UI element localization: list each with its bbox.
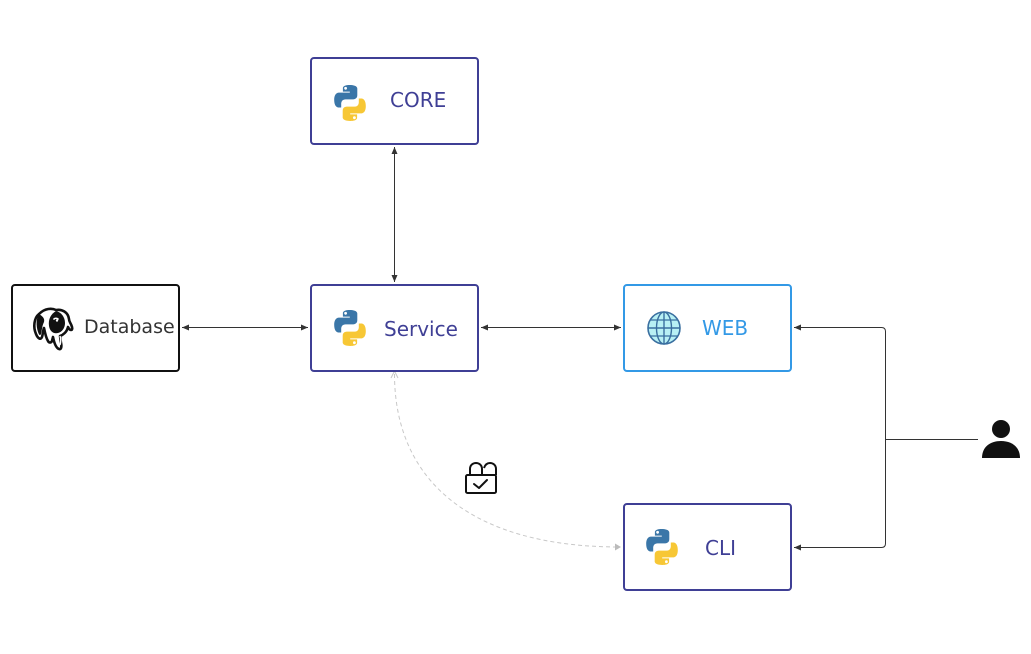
service-label: Service xyxy=(384,317,458,341)
globe-icon xyxy=(647,311,681,345)
user-icon[interactable] xyxy=(980,418,1022,460)
connector-user-web xyxy=(794,324,886,440)
lock-check-icon xyxy=(465,461,497,494)
postgresql-elephant-icon xyxy=(33,307,74,351)
core-node[interactable]: CORE xyxy=(310,57,479,145)
database-node[interactable]: Database xyxy=(11,284,180,372)
python-icon xyxy=(334,310,366,346)
web-label: WEB xyxy=(702,316,749,340)
arrowhead-cli-end xyxy=(615,543,621,551)
cli-node[interactable]: CLI xyxy=(623,503,792,591)
web-node[interactable]: WEB xyxy=(623,284,792,372)
connector-service-cli-dashed xyxy=(394,373,621,548)
python-icon xyxy=(646,529,678,565)
python-icon xyxy=(334,85,366,121)
service-node[interactable]: Service xyxy=(310,284,479,372)
core-label: CORE xyxy=(390,88,447,112)
database-label: Database xyxy=(84,316,175,338)
connector-user-cli xyxy=(794,439,886,551)
cli-label: CLI xyxy=(705,536,737,560)
